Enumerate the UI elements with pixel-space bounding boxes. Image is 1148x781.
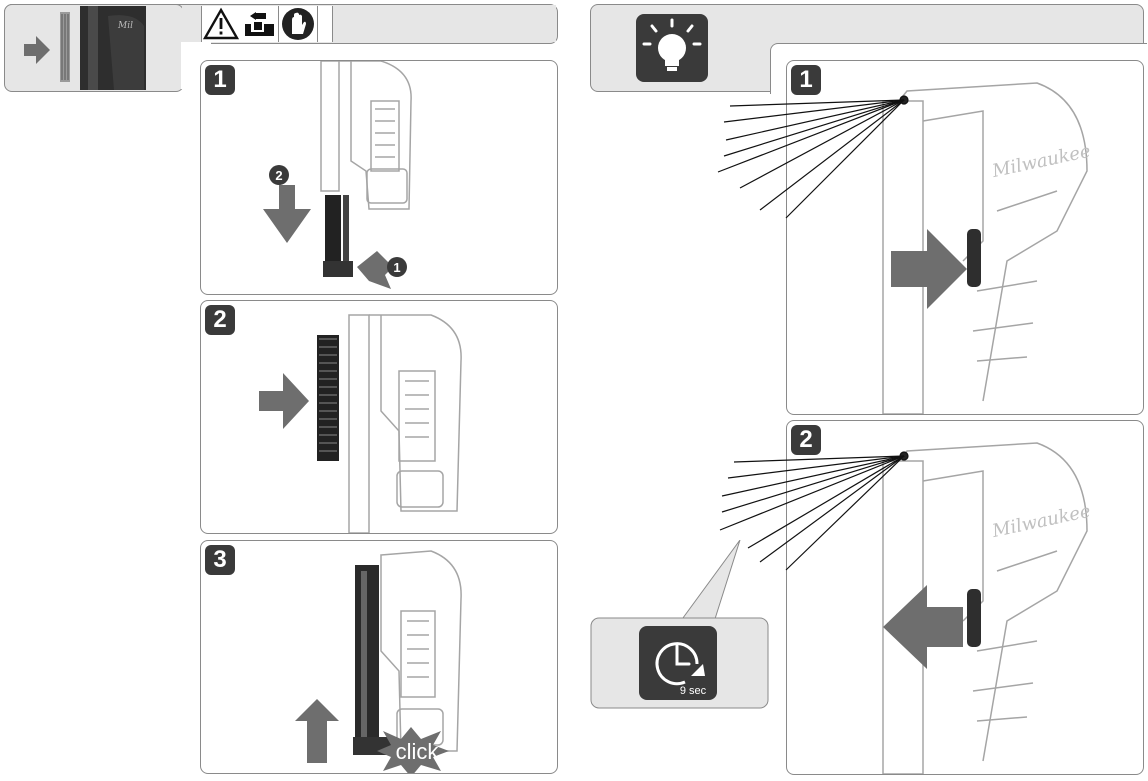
staple-magazine [323, 195, 353, 277]
nailer-illustration [380, 550, 462, 752]
sub-step-marker-2: 2 [269, 165, 289, 185]
svg-text:Milwaukee: Milwaukee [989, 501, 1092, 543]
press-latch-arrow [357, 251, 393, 289]
svg-text:Milwaukee: Milwaukee [989, 141, 1092, 183]
warning-triangle-icon [201, 6, 241, 42]
svg-text:Mil: Mil [117, 21, 133, 31]
timer-label: 9 sec [680, 685, 707, 697]
sub-step-label: 2 [275, 168, 282, 183]
thumbnail-strip [60, 12, 70, 82]
click-text: click [396, 739, 440, 764]
light-bulb-icon [636, 14, 708, 82]
press-trigger-arrow [891, 229, 967, 309]
thumbnail-arrow [24, 36, 50, 64]
pull-down-arrow [263, 185, 311, 243]
nailer-closeup: Milwaukee [882, 82, 1092, 414]
trigger [967, 589, 981, 647]
step-number-badge: 3 [205, 545, 235, 575]
svg-text:1: 1 [393, 260, 400, 275]
click-burst: click [377, 727, 449, 773]
wear-gloves-icon [279, 6, 318, 42]
left-step-3-panel: 3 click [200, 540, 558, 774]
step-number-badge: 2 [791, 425, 821, 455]
release-trigger-arrow [883, 585, 963, 669]
battery-remove-icon [240, 6, 279, 42]
left-step-1-panel: 1 2 1 [200, 60, 558, 295]
stopwatch-icon: 9 sec [639, 626, 717, 700]
right-step-2-panel: 2 Milwaukee [786, 420, 1144, 775]
step-number-badge: 1 [791, 65, 821, 95]
loaded-magazine [353, 565, 397, 755]
right-step-1-panel: 1 Milwaukee [786, 60, 1144, 415]
nailer-illustration [348, 314, 462, 533]
thumbnail-illustration: Mil [24, 6, 164, 90]
thumbnail-tool: Mil [80, 6, 146, 90]
left-step-2-panel: 2 [200, 300, 558, 534]
nailer-illustration [320, 61, 412, 210]
left-icons-end [318, 6, 333, 42]
insert-strip-arrow [259, 373, 309, 429]
staple-strip [317, 335, 339, 461]
trigger [967, 229, 981, 287]
step-number-badge: 1 [205, 65, 235, 95]
push-up-arrow [295, 699, 339, 763]
step-number-badge: 2 [205, 305, 235, 335]
sub-step-marker-1: 1 [387, 257, 407, 277]
